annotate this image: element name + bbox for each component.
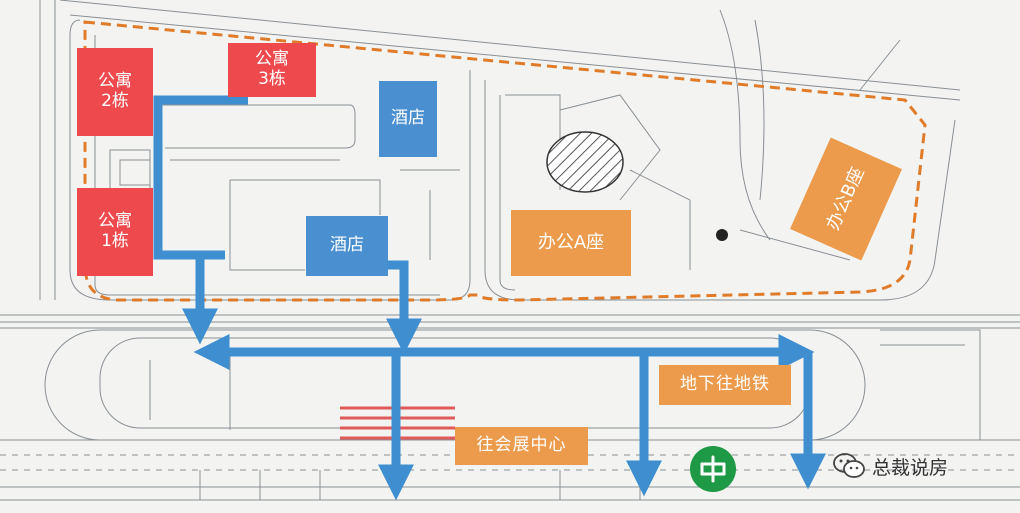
watermark: 总裁说房 [832, 452, 948, 480]
metro-underground-label: 地下往地铁 [659, 365, 791, 405]
hotel-building-middle: 酒店 [306, 216, 388, 276]
wechat-icon [833, 453, 865, 478]
hotel-building-top: 酒店 [379, 81, 437, 157]
road-area [0, 314, 1020, 501]
apartment-building-2: 公寓 2栋 [77, 48, 153, 136]
site-boundary [83, 20, 927, 302]
plaza-feature [546, 131, 624, 193]
office-tower-a: 办公A座 [511, 210, 631, 276]
walking-routes [153, 95, 826, 501]
apartment-building-1: 公寓 1栋 [77, 188, 153, 276]
expo-center-label: 往会展中心 [455, 427, 588, 465]
landmark-marker [716, 229, 728, 241]
watermark-text: 总裁说房 [872, 456, 949, 479]
metro-logo-icon [690, 446, 736, 492]
apartment-building-3: 公寓 3栋 [228, 43, 316, 97]
